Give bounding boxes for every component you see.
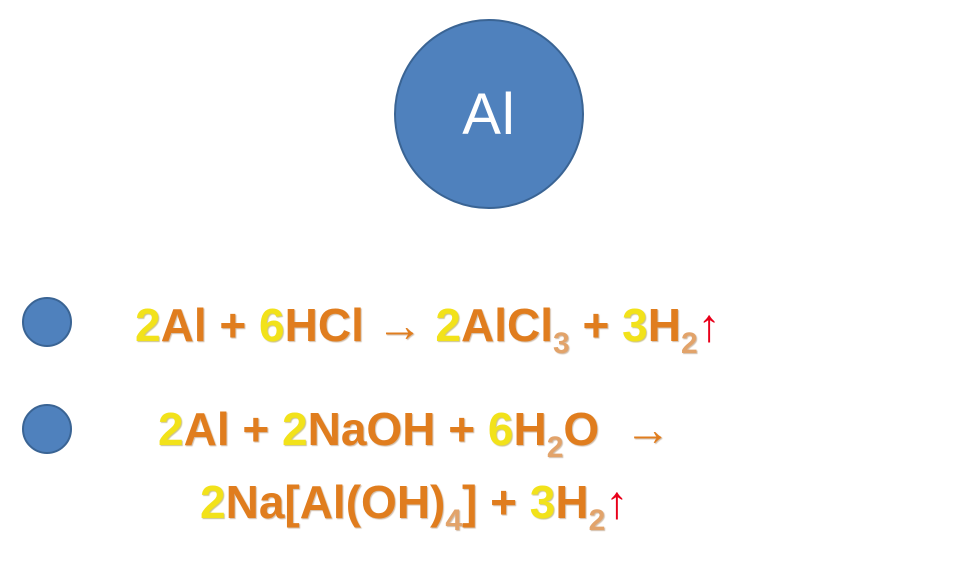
subscript: 2: [680, 327, 698, 360]
coefficient: 3: [529, 476, 556, 528]
element-symbol: Al: [462, 81, 516, 147]
formula-text: ] +: [462, 476, 530, 528]
coefficient: 3: [622, 299, 648, 351]
bullet-icon: [22, 297, 72, 347]
coefficient: 2: [135, 299, 161, 351]
equation-al-hcl: 2Al + 6HCl → 2AlCl3 + 3H2↑: [135, 302, 721, 359]
coefficient: 2: [158, 403, 184, 455]
formula-text: Al +: [160, 299, 260, 351]
coefficient: 6: [259, 299, 285, 351]
formula-text: NaOH +: [307, 403, 488, 455]
subscript: 3: [553, 327, 570, 360]
subscript: 4: [445, 504, 463, 537]
formula-text: HCl →: [284, 299, 436, 351]
coefficient: 2: [200, 476, 226, 528]
coefficient: 2: [282, 403, 308, 455]
formula-text: O →: [563, 403, 671, 455]
formula-text: H: [555, 476, 589, 528]
coefficient: 2: [435, 299, 461, 351]
formula-text: H: [647, 299, 681, 351]
formula-text: Al +: [183, 403, 283, 455]
gas-arrow-icon: ↑: [605, 476, 629, 528]
bullet-icon: [22, 404, 72, 454]
equation-al-naoh-line1: 2Al + 2NaOH + 6H2O →: [158, 406, 671, 463]
subscript: 2: [588, 504, 606, 537]
formula-text: H: [513, 403, 547, 455]
element-circle: Al: [394, 19, 584, 209]
coefficient: 6: [487, 403, 514, 455]
equation-al-naoh-line2: 2Na[Al(OH)4] + 3H2↑: [200, 479, 628, 536]
formula-text: AlCl: [461, 299, 553, 351]
subscript: 2: [546, 431, 564, 464]
formula-text: +: [569, 299, 623, 351]
gas-arrow-icon: ↑: [697, 299, 721, 351]
formula-text: Na[Al(OH): [225, 476, 446, 528]
